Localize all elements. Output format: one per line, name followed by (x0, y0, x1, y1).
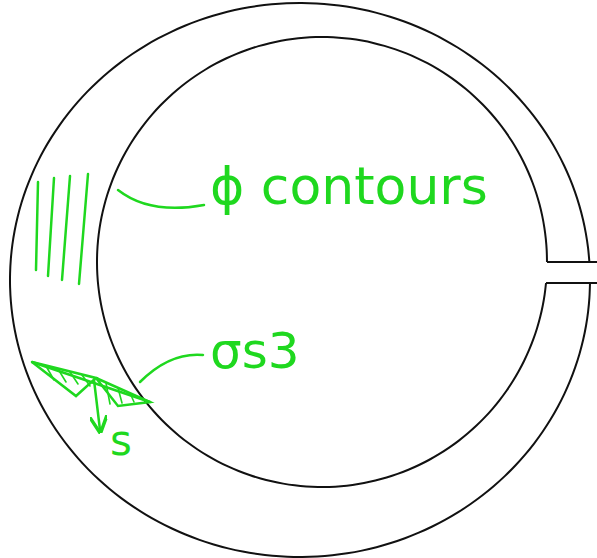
outer-boundary (10, 3, 590, 557)
slot-edge (547, 261, 597, 263)
contour-line (36, 182, 38, 270)
direction-arrow (94, 380, 100, 430)
contour-line (62, 176, 70, 280)
hatch-stroke (46, 366, 54, 380)
hatch-stroke (82, 375, 90, 386)
section-triangle (32, 362, 96, 396)
hatch-stroke (70, 372, 78, 384)
slot-edge (546, 282, 597, 284)
contour-label: ϕ contours (210, 160, 488, 212)
ring-outline (10, 3, 597, 557)
inner-boundary (97, 37, 547, 487)
leader-line (140, 355, 203, 382)
annotation-strokes (32, 174, 204, 430)
section-line (32, 362, 150, 402)
contour-line (79, 174, 88, 284)
hatch-stroke (118, 388, 122, 403)
contour-line (48, 178, 54, 276)
hatch-stroke (130, 393, 134, 402)
leader-line (118, 190, 204, 208)
direction-label: s (110, 420, 132, 462)
hatch-stroke (58, 369, 66, 382)
stress-label: σs3 (210, 326, 300, 376)
hatch-stroke (106, 383, 110, 404)
